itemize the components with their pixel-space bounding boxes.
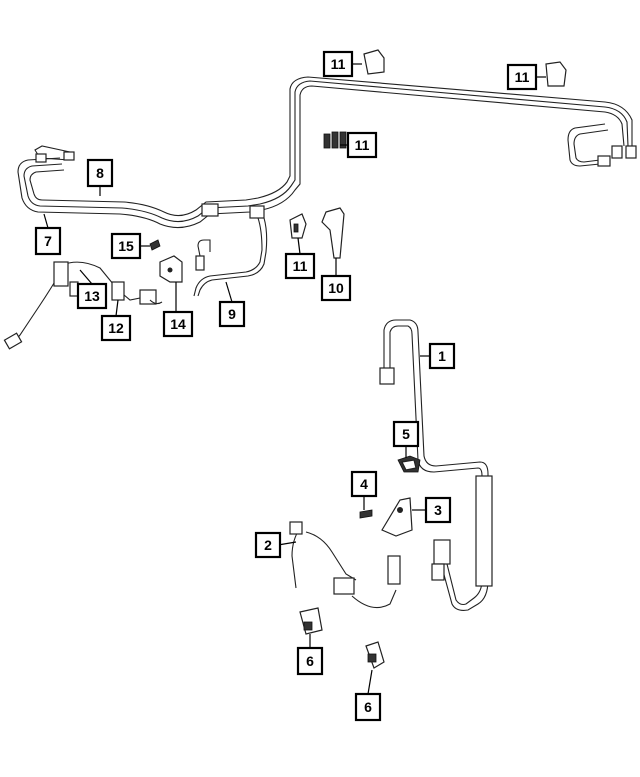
front-brake-tube <box>379 319 493 611</box>
sensor-10 <box>321 207 345 259</box>
callout-9: 9 <box>218 300 246 328</box>
callout-7: 7 <box>34 226 62 256</box>
callout-6-a: 6 <box>296 646 324 676</box>
svg-text:11: 11 <box>355 137 370 153</box>
svg-text:6: 6 <box>306 653 314 669</box>
svg-text:13: 13 <box>84 288 100 304</box>
clip-15 <box>149 239 161 251</box>
svg-text:11: 11 <box>331 56 346 72</box>
callout-14: 14 <box>162 310 194 338</box>
svg-text:12: 12 <box>108 320 124 336</box>
callout-3: 3 <box>424 496 452 524</box>
callout-5: 5 <box>392 420 420 448</box>
callout-13: 13 <box>76 282 108 310</box>
bracket-3 <box>381 497 413 537</box>
left-sensor-harness <box>3 261 163 350</box>
callout-11-d: 11 <box>284 252 316 280</box>
clip-11-center <box>289 213 307 239</box>
clip-4 <box>359 509 373 519</box>
svg-text:6: 6 <box>364 699 372 715</box>
callout-4: 4 <box>350 470 378 498</box>
svg-text:5: 5 <box>402 426 410 442</box>
svg-text:11: 11 <box>293 258 308 274</box>
callout-11-c: 11 <box>346 131 378 159</box>
clip-11-mid <box>323 131 347 149</box>
callout-10: 10 <box>320 274 352 302</box>
front-sensor-harness <box>289 521 401 609</box>
clip-11-right <box>545 61 567 87</box>
svg-text:8: 8 <box>96 165 104 181</box>
clip-5 <box>397 455 421 473</box>
clip-11-top <box>363 49 385 75</box>
callout-2: 2 <box>254 531 282 559</box>
svg-text:7: 7 <box>44 233 52 249</box>
sensor-6-right <box>365 641 385 669</box>
svg-text:14: 14 <box>170 316 186 332</box>
svg-text:15: 15 <box>118 238 134 254</box>
callout-11-b: 11 <box>506 63 538 91</box>
rear-brake-tube-assembly <box>17 76 637 297</box>
callout-8: 8 <box>86 158 114 188</box>
callout-15: 15 <box>110 232 142 260</box>
svg-text:1: 1 <box>438 348 446 364</box>
svg-text:4: 4 <box>360 476 368 492</box>
callout-1: 1 <box>428 342 456 370</box>
svg-text:10: 10 <box>328 280 344 296</box>
svg-text:9: 9 <box>228 306 236 322</box>
sensor-6-left <box>299 607 323 635</box>
callout-12: 12 <box>100 314 132 342</box>
svg-text:2: 2 <box>264 537 272 553</box>
callout-11-a: 11 <box>322 50 354 78</box>
svg-text:11: 11 <box>515 69 530 85</box>
svg-text:3: 3 <box>434 502 442 518</box>
callout-6-b: 6 <box>354 692 382 722</box>
bracket-14 <box>159 255 183 283</box>
